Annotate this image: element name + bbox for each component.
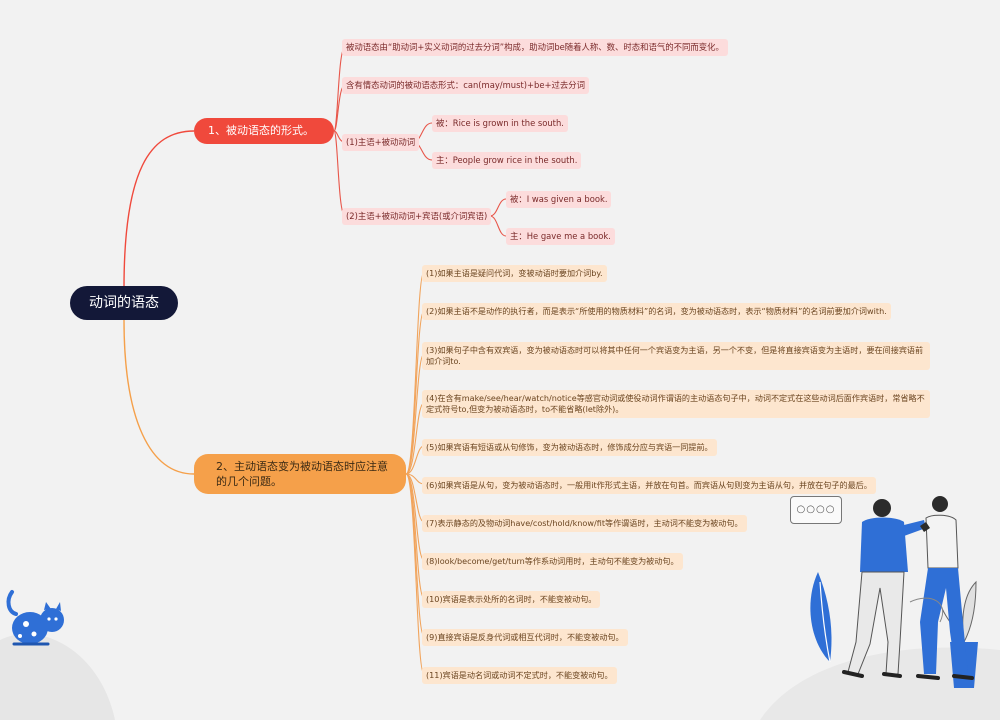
leaf-node[interactable]: (7)表示静态的及物动词have/cost/hold/know/fit等作谓语时… <box>422 515 747 532</box>
leaf-node[interactable]: (11)宾语是动名词或动词不定式时，不能变被动句。 <box>422 667 617 684</box>
leaf-node[interactable]: 主：He gave me a book. <box>506 228 615 245</box>
connector-root-branch1 <box>123 130 195 289</box>
leaf-node[interactable]: (1)如果主语是疑问代词，变被动语时要加介词by. <box>422 265 607 282</box>
leaf-node[interactable]: (10)宾语是表示处所的名词时，不能变被动句。 <box>422 591 601 608</box>
sub-branch-node[interactable]: (1)主语+被动动词 <box>342 134 420 151</box>
branch-node-passive-form[interactable]: 1、被动语态的形式。 <box>194 118 334 144</box>
leaf-node[interactable]: 被动语态由“助动词+实义动词的过去分词”构成，助动词be随着人称、数、时态和语气… <box>342 39 728 56</box>
sub-branch-node[interactable]: (2)主语+被动动词+宾语(或介词宾语) <box>342 208 492 225</box>
speech-bubble-text: ○○○○ <box>796 504 836 515</box>
root-node[interactable]: 动词的语态 <box>70 286 178 320</box>
leaf-node[interactable]: (3)如果句子中含有双宾语，变为被动语态时可以将其中任何一个宾语变为主语，另一个… <box>422 342 930 370</box>
speech-bubble-icon: ○○○○ <box>790 496 842 524</box>
leaf-node[interactable]: (8)look/become/get/turn等作系动词用时，主动句不能变为被动… <box>422 553 683 570</box>
leaf-node[interactable]: 含有情态动词的被动语态形式：can(may/must)+be+过去分词 <box>342 77 590 94</box>
leaf-node[interactable]: (6)如果宾语是从句，变为被动语态时，一般用it作形式主语，并放在句首。而宾语从… <box>422 477 876 494</box>
leaf-node[interactable]: (4)在含有make/see/hear/watch/notice等感官动词或使役… <box>422 390 930 418</box>
people-illustration-icon <box>810 496 978 688</box>
leaf-node[interactable]: (5)如果宾语有短语或从句修饰，变为被动语态时，修饰成分应与宾语一同提前。 <box>422 439 717 456</box>
leaf-node[interactable]: 被：Rice is grown in the south. <box>432 115 568 132</box>
leaf-node[interactable]: (2)如果主语不是动作的执行者，而是表示“所使用的物质材料”的名词，变为被动语态… <box>422 303 891 320</box>
leaf-node[interactable]: 被：I was given a book. <box>506 191 612 208</box>
connector-root-branch2 <box>123 319 195 475</box>
branch-node-voice-change[interactable]: 2、主动语态变为被动语态时应注意的几个问题。 <box>194 454 406 494</box>
cat-illustration-icon <box>6 590 64 646</box>
leaf-node[interactable]: 主：People grow rice in the south. <box>432 152 582 169</box>
leaf-node[interactable]: (9)直接宾语是反身代词或相互代词时，不能变被动句。 <box>422 629 628 646</box>
